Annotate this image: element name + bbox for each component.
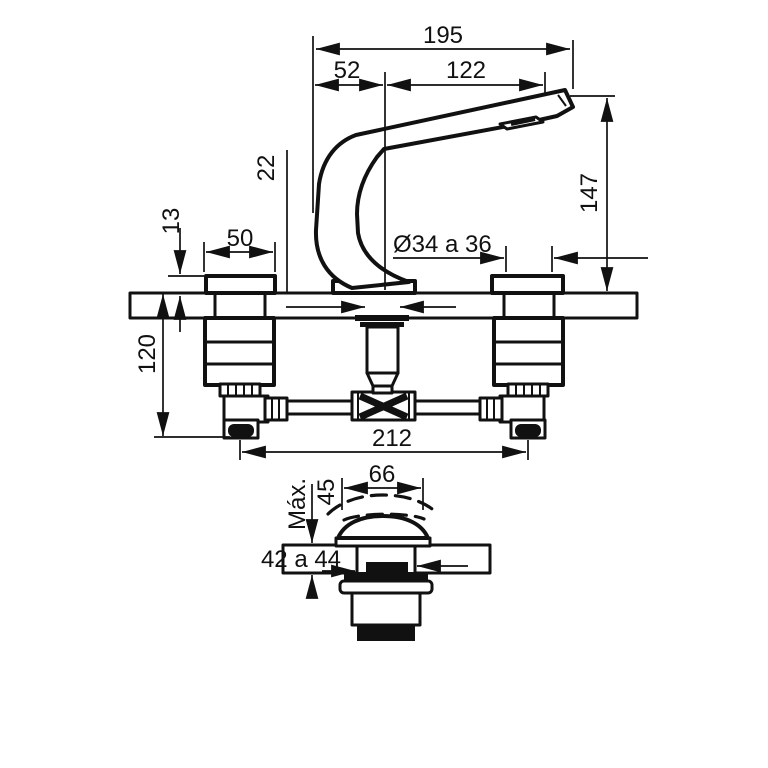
dim-hole-diameter: Ø34 a 36 xyxy=(393,231,492,258)
dim-spout-height: 147 xyxy=(576,173,603,213)
aerator-slot xyxy=(510,117,536,126)
left-shank xyxy=(213,289,267,321)
shank-tube xyxy=(365,325,400,375)
left-elbow xyxy=(222,394,270,424)
drain-washer xyxy=(344,573,428,581)
right-escutcheon xyxy=(490,274,565,295)
left-valve-body xyxy=(203,316,276,387)
dim-handle-diameter: 50 xyxy=(227,225,254,252)
countertop-slab xyxy=(128,291,639,320)
plug-raised-dashed xyxy=(326,493,440,516)
dim-centers-distance: 212 xyxy=(372,425,412,452)
left-handle xyxy=(203,274,289,440)
dimensions: 195 52 122 22 13 50 Ø34 a 36 147 120 xyxy=(134,22,648,599)
locknut xyxy=(360,322,404,327)
dim-base-height: 13 xyxy=(158,208,185,235)
shank-taper xyxy=(390,371,400,388)
dim-drain-hole: 42 a 44 xyxy=(261,546,341,573)
tee-cross xyxy=(358,392,409,421)
dim-back-offset: 22 xyxy=(253,155,280,182)
right-shank xyxy=(502,289,556,321)
countertop xyxy=(128,291,639,320)
dim-total-reach: 195 xyxy=(423,22,463,49)
right-inlet-seal xyxy=(515,424,541,437)
left-compression-nut xyxy=(263,396,289,422)
drain-body xyxy=(350,591,422,627)
right-valve-body xyxy=(492,316,565,387)
right-thread-stub xyxy=(506,382,550,398)
dim-back-to-axis: 52 xyxy=(334,57,361,84)
plug-dome xyxy=(336,514,430,540)
dim-max-label: Máx. xyxy=(284,478,311,530)
right-compression-nut xyxy=(478,396,504,422)
locknut xyxy=(355,315,409,321)
supply-tee xyxy=(285,390,482,422)
dim-max-thickness: 45 xyxy=(313,479,340,506)
left-thread-stub xyxy=(218,382,262,398)
pop-up-drain xyxy=(326,493,440,641)
dim-axis-to-outlet: 122 xyxy=(446,57,486,84)
drain-locknut xyxy=(338,579,434,595)
spout-body xyxy=(313,88,575,290)
spout-tip-line xyxy=(557,94,567,107)
right-handle xyxy=(478,274,565,440)
spout-shank xyxy=(355,315,409,395)
drain-thread xyxy=(357,625,415,641)
right-elbow xyxy=(498,394,546,424)
left-escutcheon xyxy=(204,274,277,295)
left-inlet-seal xyxy=(228,424,254,437)
dim-drain-flange: 66 xyxy=(369,461,396,488)
shank-neck xyxy=(371,384,394,395)
drain-body-shadow xyxy=(366,562,408,573)
dim-under-counter: 120 xyxy=(134,334,161,374)
shank-taper xyxy=(365,371,375,388)
faucet-spout xyxy=(313,88,575,295)
